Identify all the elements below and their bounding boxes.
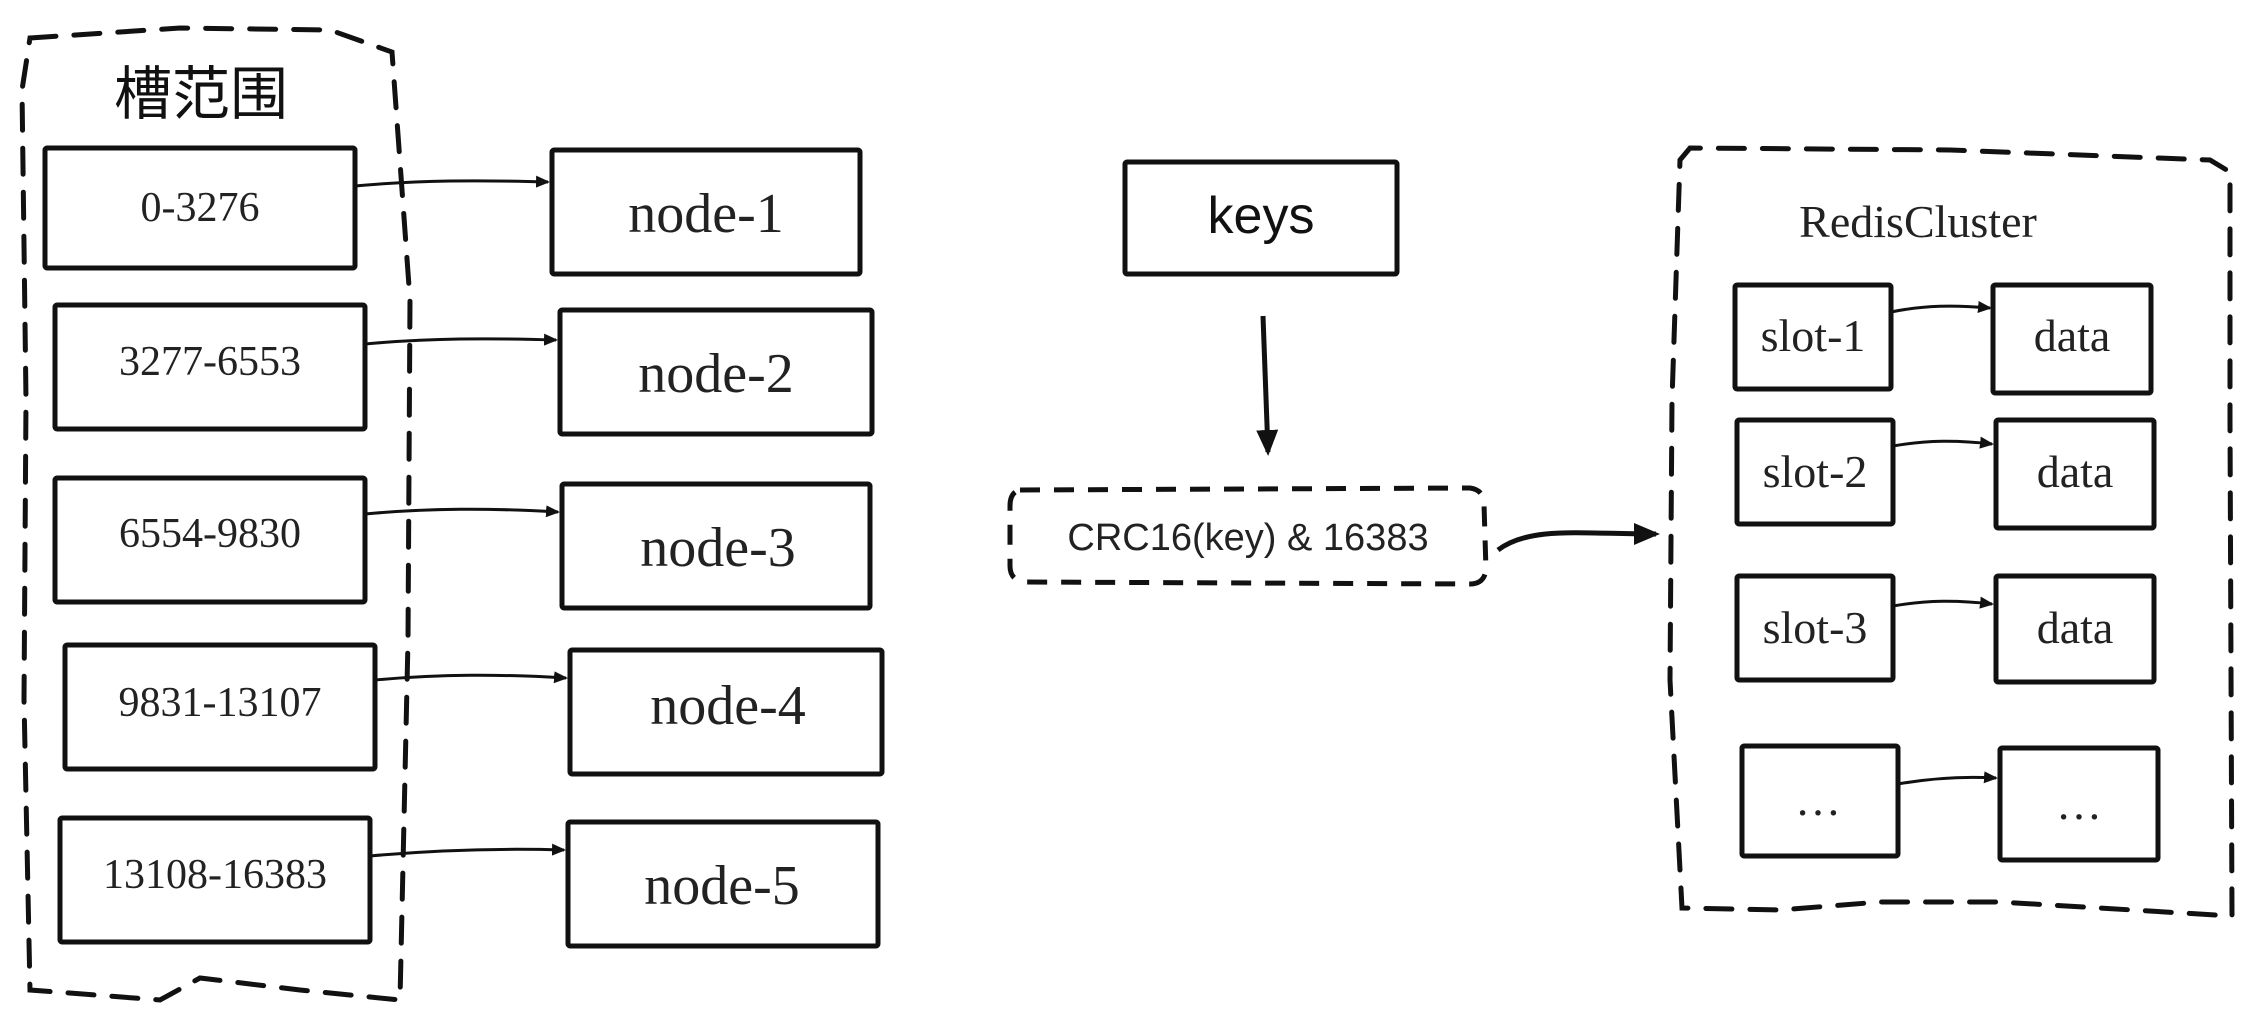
data-box-4 (1997, 745, 2161, 863)
redis-cluster-container (1667, 145, 2235, 919)
arrow-slot-3 (1892, 596, 1994, 609)
arrow-range-3 (364, 505, 560, 518)
data-label-1: data (2033, 310, 2111, 361)
arrow-hash-to-cluster (1496, 522, 1660, 553)
data-box-3 (1993, 573, 2157, 685)
range-box-3 (52, 475, 368, 605)
hash-formula-label: CRC16(key) & 16383 (1067, 517, 1429, 559)
slot-box-4 (1739, 743, 1901, 859)
range-boxes (42, 145, 378, 945)
slot-range-title: 槽范围 (113, 60, 289, 128)
slot-label-2: slot-2 (1762, 446, 1868, 497)
arrow-range-2 (364, 333, 558, 346)
keys-label: keys (1207, 187, 1315, 245)
slot-label-4: … (1795, 774, 1841, 825)
range-label-5: 13108-16383 (103, 852, 327, 898)
slot-boxes (1732, 282, 1901, 859)
slot-box-2 (1734, 417, 1896, 527)
arrow-slot-1 (1890, 300, 1992, 314)
range-label-4: 9831-13107 (118, 680, 322, 726)
slot-box-3 (1734, 573, 1896, 683)
slot-box-1 (1732, 282, 1894, 392)
slot-label-3: slot-3 (1762, 602, 1868, 653)
node-box-3 (559, 481, 873, 611)
data-box-2 (1993, 417, 2157, 531)
node-box-5 (565, 819, 881, 949)
slot-range-container (19, 25, 413, 1003)
arrow-keys-to-hash (1256, 315, 1279, 456)
data-label-2: data (2036, 446, 2114, 497)
range-box-4 (62, 642, 378, 772)
hash-formula-box (1007, 485, 1489, 587)
slot-label-1: slot-1 (1760, 310, 1866, 361)
data-label-4: … (2056, 778, 2102, 829)
range-box-1 (42, 145, 358, 271)
arrow-slot-2 (1892, 436, 1994, 449)
redis-cluster-title: RedisCluster (1799, 196, 2037, 247)
node-boxes (549, 147, 885, 949)
node-label-3: node-3 (640, 517, 796, 579)
arrow-range-5 (369, 843, 566, 858)
node-box-1 (549, 147, 863, 277)
arrow-range-4 (374, 671, 568, 684)
node-label-2: node-2 (638, 343, 794, 405)
data-boxes (1990, 282, 2161, 863)
arrow-slot-4 (1897, 771, 1998, 786)
range-box-2 (52, 302, 368, 432)
node-label-1: node-1 (628, 183, 784, 245)
node-label-5: node-5 (644, 855, 800, 917)
range-box-5 (57, 815, 373, 945)
range-label-3: 6554-9830 (119, 511, 301, 557)
node-label-4: node-4 (650, 675, 806, 737)
arrow-range-1 (354, 175, 550, 188)
range-label-2: 3277-6553 (119, 339, 301, 385)
data-box-1 (1990, 282, 2154, 396)
range-arrows (354, 175, 568, 858)
slot-arrows (1890, 300, 1998, 786)
data-label-3: data (2036, 602, 2114, 653)
node-box-4 (567, 647, 885, 777)
node-box-2 (557, 307, 875, 437)
range-label-1: 0-3276 (140, 185, 260, 231)
keys-box (1122, 159, 1400, 277)
